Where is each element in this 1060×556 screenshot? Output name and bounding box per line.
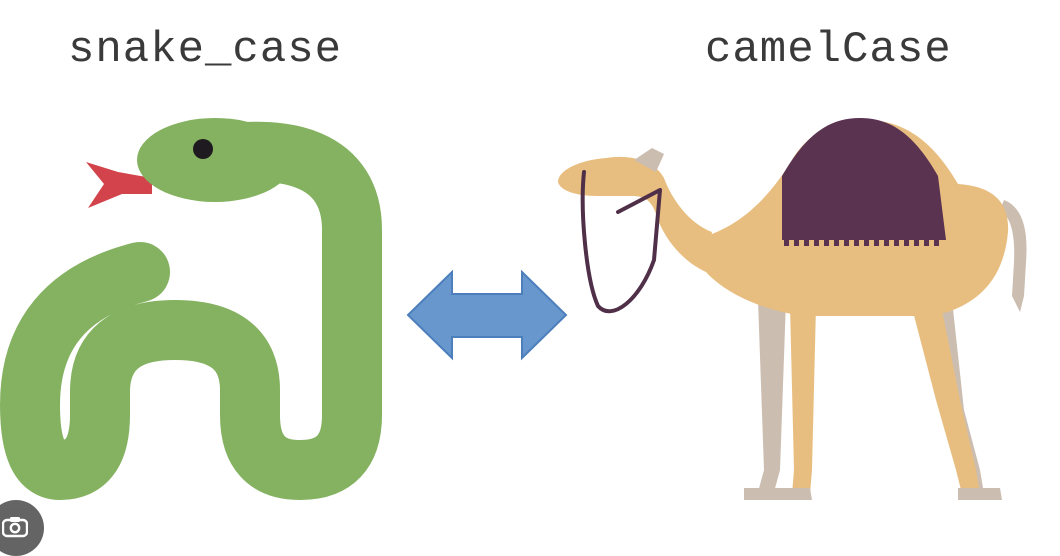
snake-body: [0, 121, 382, 500]
snake-tongue: [86, 162, 152, 208]
lens-badge[interactable]: [0, 500, 44, 556]
camel-case-label: camelCase: [705, 25, 952, 75]
snake-eye: [193, 139, 213, 159]
camel-hoof: [958, 488, 1002, 500]
snake-head: [137, 118, 293, 202]
camel-neck: [558, 156, 712, 272]
camel-tail: [1000, 200, 1027, 312]
camel-hoof: [744, 488, 812, 500]
camel-ear: [634, 148, 664, 172]
lens-icon: [2, 517, 28, 538]
snake-icon: [0, 118, 382, 500]
camel-icon: [558, 118, 1027, 500]
double-arrow-icon: [406, 269, 568, 361]
camel-back-leg-left: [758, 300, 786, 492]
camel-saddle-fringe: [784, 238, 939, 246]
snake-case-label: snake_case: [68, 25, 343, 75]
camel-bridle: [580, 170, 662, 314]
camel-front-leg-right: [910, 300, 980, 494]
camel-front-leg-left: [790, 306, 816, 494]
camel-saddle: [782, 118, 946, 240]
